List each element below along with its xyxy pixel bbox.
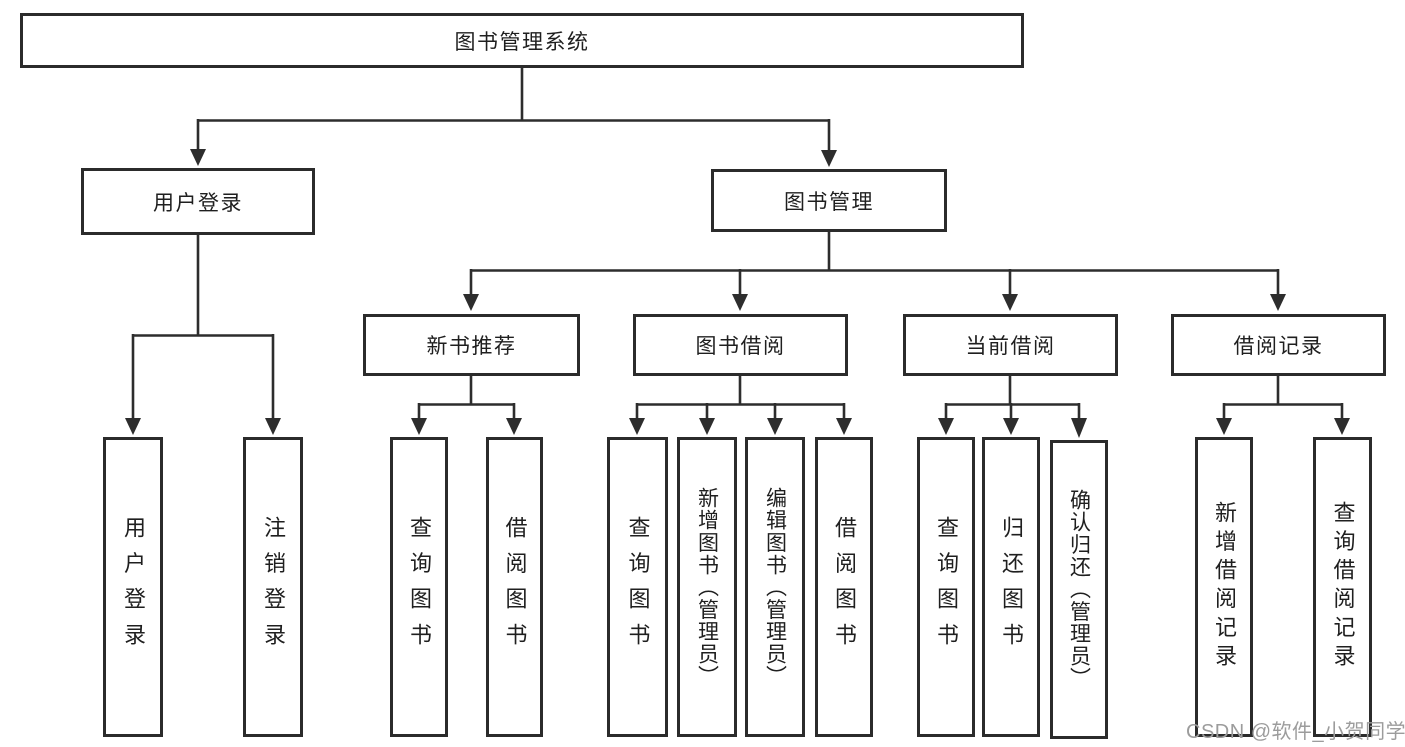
leaf-edit-books-admin: 编辑图书（管理员） [745, 437, 805, 737]
leaf-label: 借阅图书 [832, 515, 857, 659]
node-book-borrow: 图书借阅 [633, 314, 848, 376]
node-label: 图书管理系统 [454, 30, 590, 54]
leaf-query-books: 查询图书 [917, 437, 975, 737]
leaf-label: 确认归还（管理员） [1067, 489, 1091, 690]
leaf-label: 注销登录 [261, 515, 286, 659]
leaf-add-books-admin: 新增图书（管理员） [677, 437, 737, 737]
node-book-management: 图书管理 [711, 169, 947, 232]
leaf-label: 查询图书 [625, 515, 651, 659]
node-label: 用户登录 [153, 191, 243, 215]
leaf-user-login: 用户登录 [103, 437, 163, 737]
leaf-borrow-books: 借阅图书 [815, 437, 873, 737]
node-label: 当前借阅 [965, 335, 1056, 358]
node-current-borrow: 当前借阅 [903, 314, 1118, 376]
leaf-label: 归还图书 [999, 515, 1024, 659]
arrowheads [125, 149, 1350, 438]
leaf-label: 查询图书 [934, 515, 959, 659]
leaf-confirm-return-admin: 确认归还（管理员） [1050, 440, 1108, 739]
leaf-borrow-books: 借阅图书 [486, 437, 543, 737]
leaf-label: 查询图书 [407, 515, 432, 659]
leaf-label: 借阅图书 [502, 515, 528, 659]
leaf-query-borrow-record: 查询借阅记录 [1313, 437, 1372, 737]
node-label: 借阅记录 [1233, 335, 1324, 358]
node-label: 图书管理 [784, 190, 874, 214]
leaf-query-books: 查询图书 [607, 437, 668, 737]
leaf-label: 查询借阅记录 [1330, 501, 1356, 673]
node-label: 新书推荐 [426, 335, 517, 358]
leaf-logout: 注销登录 [243, 437, 303, 737]
leaf-label: 用户登录 [121, 515, 146, 659]
leaf-add-borrow-record: 新增借阅记录 [1195, 437, 1253, 737]
leaf-label: 编辑图书（管理员） [763, 486, 787, 688]
node-label: 图书借阅 [695, 335, 786, 358]
csdn-watermark: CSDN @软件_小贺同学 [1186, 721, 1405, 743]
leaf-label: 新增图书（管理员） [695, 486, 719, 688]
leaf-label: 新增借阅记录 [1212, 501, 1237, 673]
node-borrow-record: 借阅记录 [1171, 314, 1386, 376]
node-user-login: 用户登录 [81, 168, 315, 235]
leaf-query-books: 查询图书 [390, 437, 448, 737]
leaf-return-books: 归还图书 [982, 437, 1040, 737]
node-library-system: 图书管理系统 [20, 13, 1024, 68]
node-new-book-recommend: 新书推荐 [363, 314, 580, 376]
